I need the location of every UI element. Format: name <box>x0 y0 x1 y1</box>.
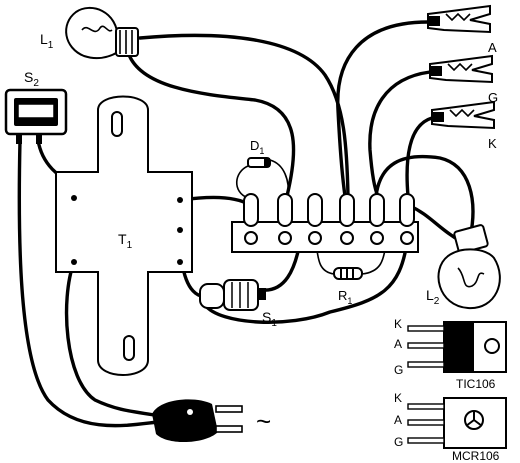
lamp-l1 <box>65 7 139 60</box>
pushbutton-s1 <box>199 279 266 311</box>
lamp-l2 <box>437 224 501 310</box>
wire-lamp2-loop <box>374 154 475 240</box>
transformer-t1 <box>55 95 193 376</box>
wire-s1-terminal6 <box>203 240 409 324</box>
label-transformer-t1: T1 <box>118 231 133 251</box>
label-tic-k: K <box>394 317 402 331</box>
label-tic-a: A <box>394 337 402 351</box>
label-switch-s2: S2 <box>24 69 39 89</box>
wire-clip-a <box>336 20 430 198</box>
label-pushbutton-s1: S1 <box>262 309 277 329</box>
label-lamp1: L1 <box>40 31 54 51</box>
labels: L1 S2 D1 T1 R1 S1 L2 A G K ~ K A G TIC10… <box>24 31 500 463</box>
terminal-screws <box>244 231 414 245</box>
label-ac-symbol: ~ <box>256 406 271 436</box>
switch-s2 <box>4 88 68 144</box>
label-tic-g: G <box>394 363 403 377</box>
wire-clip-g <box>368 70 432 198</box>
power-plug-icon <box>152 399 243 443</box>
alligator-clip-icon <box>431 100 495 130</box>
terminal-strip <box>231 193 419 253</box>
terminal-lugs <box>243 193 415 227</box>
wire-d1-right <box>269 159 290 199</box>
label-mcr-a: A <box>394 413 402 427</box>
label-clip-g: G <box>488 90 498 105</box>
clip-a <box>427 4 491 34</box>
wire-clip-k <box>405 116 434 198</box>
light-bulb-icon <box>437 224 501 310</box>
wire-switch-plug <box>17 138 160 428</box>
label-tic106: TIC106 <box>456 377 496 391</box>
scr-mcr106 <box>407 397 507 449</box>
clip-g <box>429 54 493 84</box>
label-mcr-k: K <box>394 391 402 405</box>
label-lamp2: L2 <box>426 287 440 307</box>
resistor-r1 <box>333 267 363 280</box>
wire-transformer-plug <box>64 260 162 418</box>
label-diode-d1: D1 <box>250 138 264 156</box>
ac-plug <box>152 399 243 443</box>
clip-k <box>431 100 495 130</box>
diode-d1 <box>247 157 271 168</box>
wire-lamp1-terminal <box>138 33 350 198</box>
wire-lamp1-transformer <box>126 50 296 198</box>
label-mcr106: MCR106 <box>452 449 500 463</box>
label-mcr-g: G <box>394 435 403 449</box>
alligator-clip-icon <box>429 54 493 84</box>
label-clip-k: K <box>488 136 497 151</box>
wire-d1-left <box>235 165 249 199</box>
label-resistor-r1: R1 <box>338 288 352 306</box>
light-bulb-icon <box>65 7 139 60</box>
scr-tic106 <box>407 321 507 373</box>
alligator-clip-icon <box>427 4 491 34</box>
label-clip-a: A <box>488 40 497 55</box>
